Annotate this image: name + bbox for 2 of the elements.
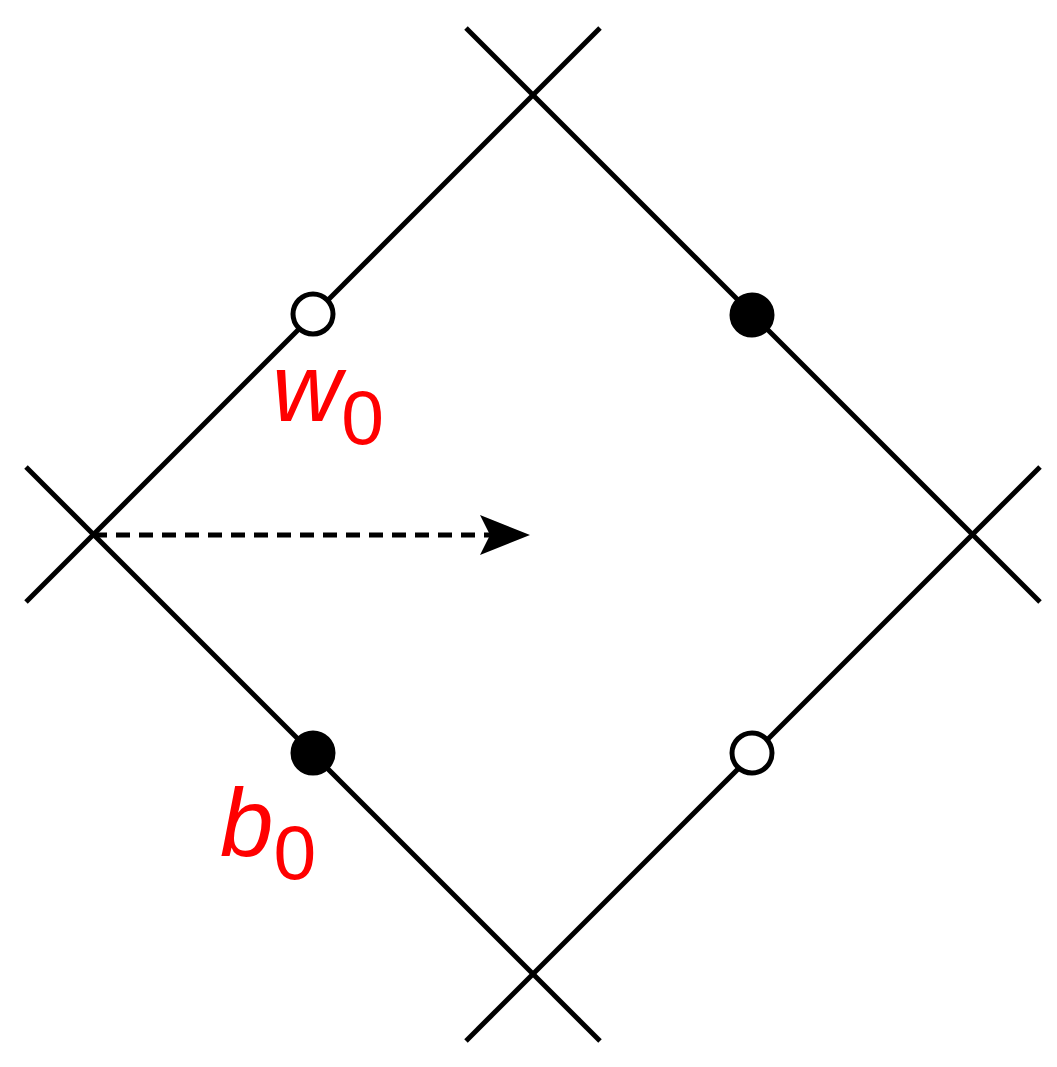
- math-label: b$_{0}$: [220, 775, 317, 891]
- math-label: w$_{0}$: [272, 340, 385, 456]
